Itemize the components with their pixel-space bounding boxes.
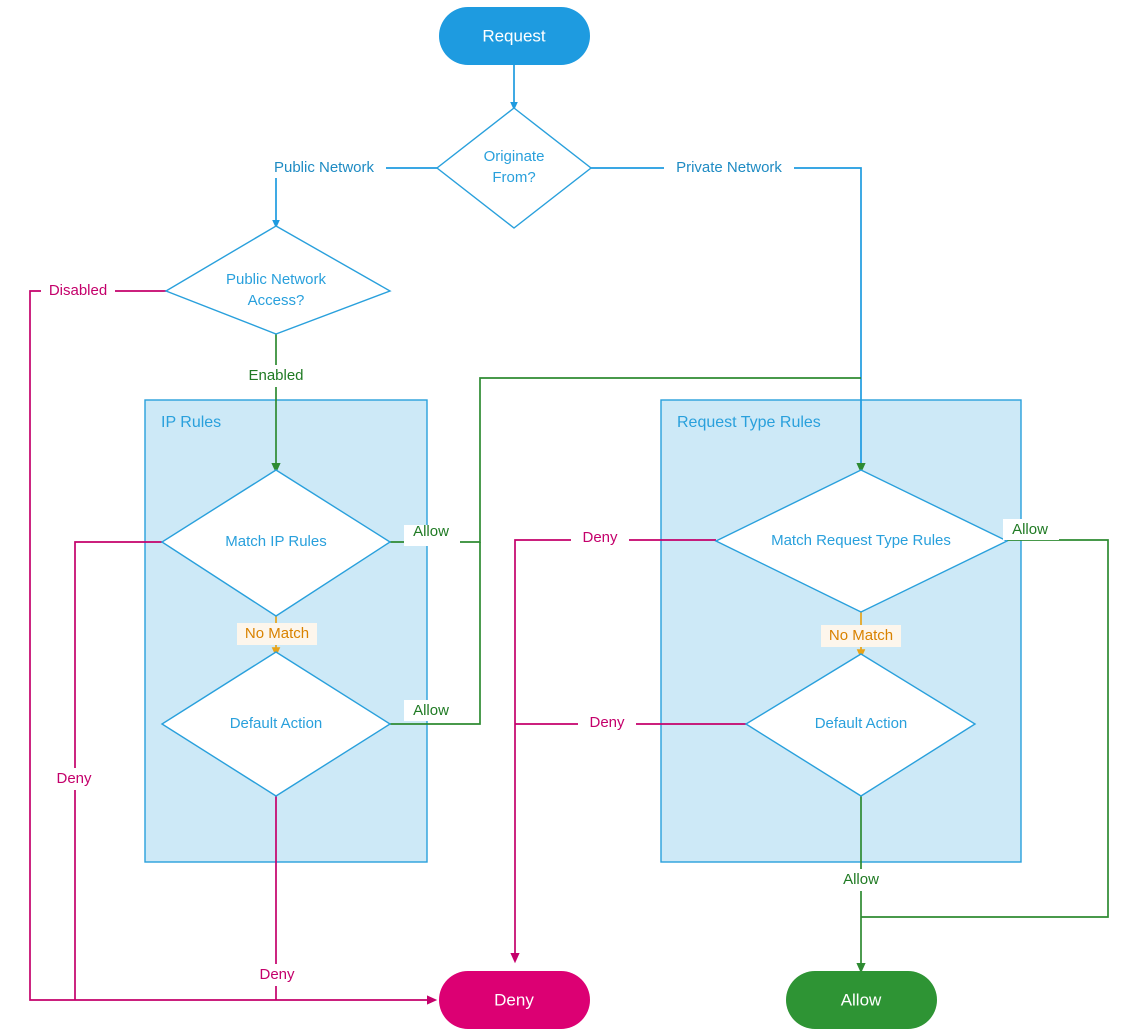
group-ip-rules-title: IP Rules	[161, 414, 221, 431]
node-request-start[interactable]	[439, 7, 590, 65]
edge-label-no-match-right: No Match	[829, 627, 893, 644]
edge-label-deny-default-left: Deny	[259, 966, 295, 983]
node-originate-from-label-line1: Originate	[484, 148, 545, 165]
edge-label-allow-default-right: Allow	[843, 871, 879, 888]
node-match-request-type-rules[interactable]	[714, 469, 1009, 613]
label-bg-deny-match-ip	[46, 768, 104, 790]
label-bg-disabled	[41, 280, 115, 302]
edge-label-deny-match-request: Deny	[582, 529, 618, 546]
edge-label-deny-match-ip: Deny	[56, 770, 92, 787]
node-originate-from[interactable]	[435, 107, 593, 229]
node-default-action-request-type[interactable]	[744, 653, 977, 797]
label-bg-deny-default-left	[248, 964, 306, 986]
label-bg-deny-default-right	[578, 712, 636, 734]
node-allow-terminal[interactable]	[786, 971, 937, 1029]
edge-label-disabled: Disabled	[49, 282, 107, 299]
node-default-action-request-type-label: Default Action	[815, 715, 908, 732]
label-bg-allow-default-right	[833, 869, 889, 891]
edge-default-left-allow	[390, 542, 481, 725]
edge-label-no-match-left: No Match	[245, 625, 309, 642]
node-default-action-ip-label: Default Action	[230, 715, 323, 732]
node-public-network-access-label-line1: Public Network	[226, 271, 327, 288]
node-match-request-type-rules-label: Match Request Type Rules	[771, 532, 951, 549]
node-originate-from-label-line2: From?	[492, 169, 535, 186]
edge-label-deny-default-right: Deny	[589, 714, 625, 731]
node-match-ip-rules-label: Match IP Rules	[225, 533, 326, 550]
node-deny-terminal[interactable]	[439, 971, 590, 1029]
label-bg-allow-match-ip	[404, 525, 460, 546]
edge-label-allow-match-request: Allow	[1012, 521, 1048, 538]
edge-label-public-network: Public Network	[274, 159, 375, 176]
node-allow-terminal-label: Allow	[841, 990, 882, 1009]
label-bg-enabled	[241, 365, 311, 387]
group-request-type-rules-title: Request Type Rules	[677, 414, 821, 431]
edge-label-allow-match-ip: Allow	[413, 523, 449, 540]
label-bg-public-network	[262, 156, 386, 178]
label-bg-no-match-left	[237, 623, 317, 645]
node-deny-terminal-label: Deny	[494, 990, 534, 1009]
node-public-network-access-label-line2: Access?	[248, 292, 305, 309]
label-bg-allow-match-request	[1003, 519, 1059, 540]
edge-match-request-deny	[510, 539, 716, 964]
label-bg-private-network	[664, 156, 794, 178]
node-request-start-label: Request	[482, 26, 546, 45]
edge-label-enabled: Enabled	[248, 367, 303, 384]
label-bg-no-match-right	[821, 625, 901, 647]
edge-label-private-network: Private Network	[676, 159, 782, 176]
node-match-ip-rules[interactable]	[160, 469, 392, 617]
edge-match-ip-deny	[74, 541, 162, 1000]
label-bg-deny-match-request	[571, 527, 629, 549]
label-bg-allow-default-left	[404, 700, 460, 721]
node-default-action-ip[interactable]	[160, 651, 392, 797]
node-public-network-access[interactable]	[164, 225, 392, 335]
edge-label-allow-default-left: Allow	[413, 702, 449, 719]
